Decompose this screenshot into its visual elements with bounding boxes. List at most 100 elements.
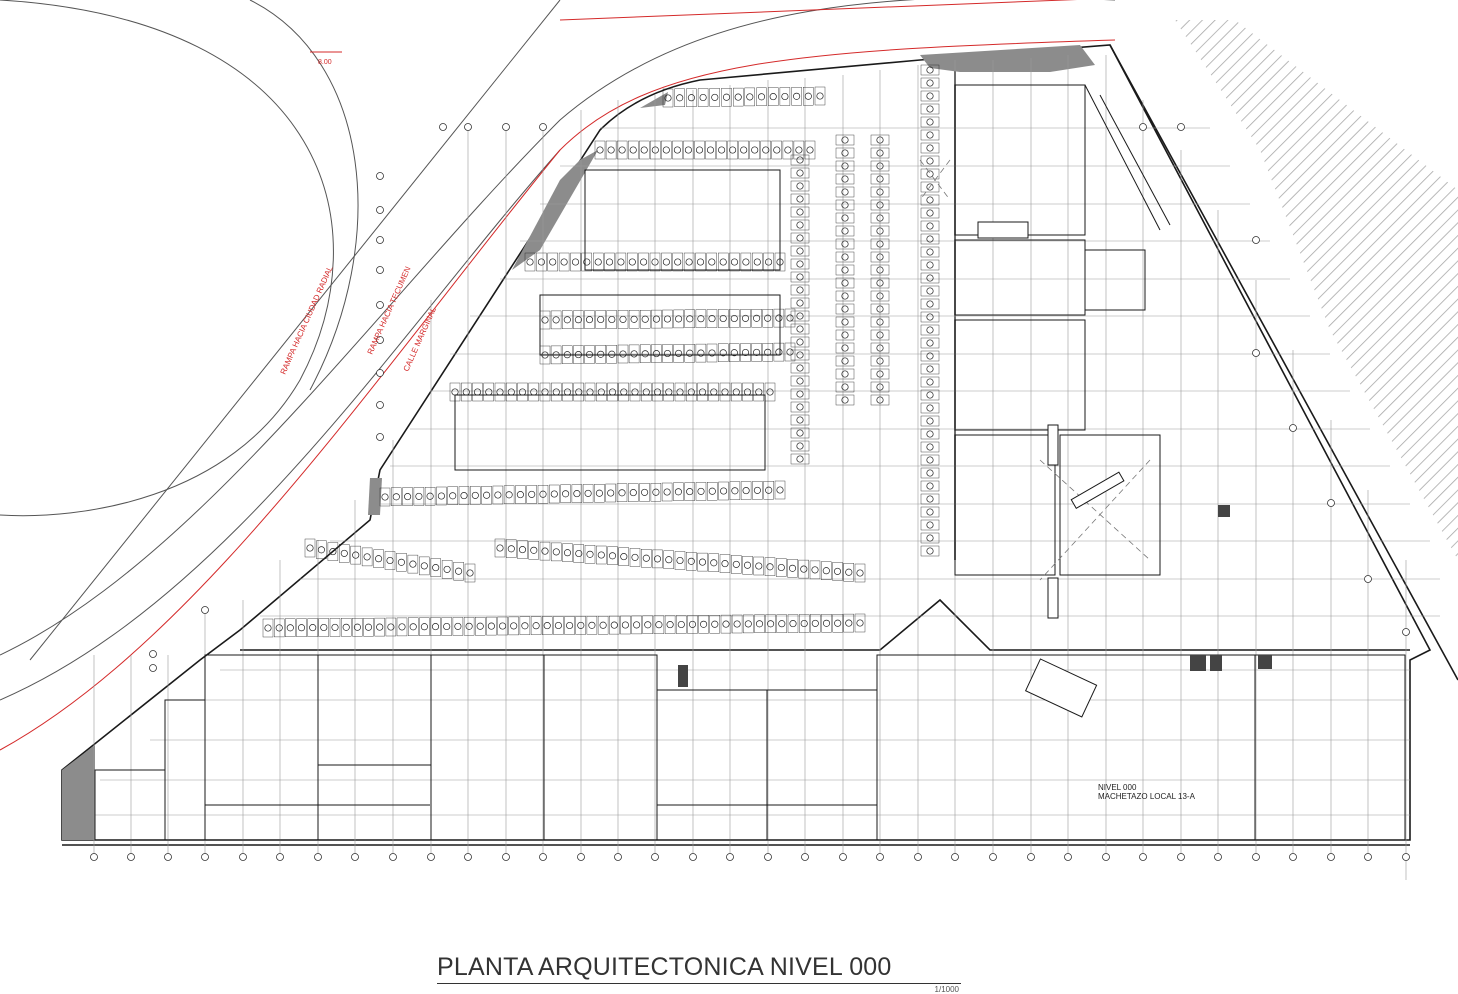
parking-stall-outline xyxy=(296,618,307,637)
parking-stall-outline xyxy=(753,382,764,402)
parking-stall xyxy=(653,555,662,563)
parking-stall-outline xyxy=(784,308,796,328)
parking-stall-outline xyxy=(686,552,697,571)
parking-stall xyxy=(675,315,683,323)
parking-stall xyxy=(585,316,594,324)
parking-stall xyxy=(753,258,761,266)
parking-stall xyxy=(796,182,804,190)
parking-stall xyxy=(631,553,639,561)
parking-stall-outline xyxy=(754,614,765,633)
parking-stall-outline xyxy=(870,134,890,146)
parking-stall-outline xyxy=(920,233,940,245)
parking-stall-outline xyxy=(790,297,810,309)
parking-stall-outline xyxy=(870,186,890,198)
parking-stall-outline xyxy=(262,618,274,638)
parking-stall xyxy=(719,314,727,323)
parking-stall xyxy=(696,258,705,266)
parking-stall xyxy=(777,563,785,572)
scale-label: 1/1000 xyxy=(934,985,959,994)
parking-stall xyxy=(841,370,849,378)
parking-stall-outline xyxy=(707,482,718,501)
parking-stall xyxy=(926,209,934,217)
parking-stall xyxy=(629,146,637,154)
parking-stall xyxy=(494,491,502,499)
parking-stall-outline xyxy=(740,309,751,328)
parking-stall-outline xyxy=(835,186,855,198)
parking-stall-outline xyxy=(751,309,762,328)
parking-stall-outline xyxy=(870,212,890,224)
parking-stall xyxy=(926,443,934,451)
parking-stall xyxy=(460,492,468,500)
parking-stall xyxy=(596,146,604,154)
parking-stall-outline xyxy=(539,541,551,561)
parking-stall-outline xyxy=(803,86,814,106)
parking-stall-outline xyxy=(870,342,890,354)
parking-stall-outline xyxy=(835,303,855,315)
parking-stall-outline xyxy=(729,309,740,328)
parking-stall-outline xyxy=(920,324,940,336)
parking-stall-outline xyxy=(605,483,616,503)
escalators xyxy=(977,221,1125,718)
parking-stall-outline xyxy=(787,559,798,578)
parking-stall-outline xyxy=(642,615,653,634)
parking-stall xyxy=(353,623,361,631)
parking-stall xyxy=(588,621,596,629)
parking-stall-outline xyxy=(584,310,595,329)
parking-stall xyxy=(431,623,440,631)
parking-stall-outline xyxy=(835,199,855,211)
parking-stall-outline xyxy=(494,382,506,402)
parking-stall xyxy=(789,620,797,628)
parking-stall xyxy=(796,455,804,463)
parking-stall-outline xyxy=(768,87,779,106)
parking-stall xyxy=(757,93,766,101)
parking-stall xyxy=(926,144,934,152)
parking-stall xyxy=(619,315,627,323)
parking-stall xyxy=(677,620,685,629)
parking-stall-outline xyxy=(596,382,607,402)
parking-stall-outline xyxy=(606,310,617,329)
parking-stall-outline xyxy=(835,316,855,328)
parking-stall xyxy=(630,350,638,358)
parking-stall-outline xyxy=(742,556,753,575)
parking-stall xyxy=(465,622,473,630)
parking-stall-outline xyxy=(517,382,528,402)
parking-stall-outline xyxy=(652,549,663,569)
parking-stall xyxy=(841,318,849,326)
parking-stall-outline xyxy=(304,538,316,558)
parking-stall xyxy=(697,349,705,357)
parking-stall xyxy=(662,258,670,266)
parking-stall-outline xyxy=(550,310,562,330)
parking-stall-outline xyxy=(779,87,791,106)
parking-stall xyxy=(652,350,660,358)
parking-stall xyxy=(688,620,697,628)
parking-stall xyxy=(926,508,934,516)
parking-stall-outline xyxy=(920,480,940,492)
parking-stall xyxy=(631,388,639,396)
parking-stall xyxy=(695,146,704,154)
parking-stall xyxy=(731,487,739,495)
parking-stall xyxy=(822,567,830,575)
parking-stall-outline xyxy=(920,415,940,427)
parking-stall-outline xyxy=(764,382,776,402)
parking-stall xyxy=(856,619,864,627)
parking-stall xyxy=(665,556,673,564)
property-line xyxy=(0,0,1116,751)
parking-stall-outline xyxy=(396,553,407,572)
parking-stall xyxy=(796,260,804,268)
parking-stall xyxy=(841,279,849,287)
parking-stall xyxy=(487,622,495,630)
parking-stall-outline xyxy=(604,252,615,272)
parking-stall-outline xyxy=(536,252,547,272)
parking-stall xyxy=(676,556,684,565)
parking-stall-outline xyxy=(793,140,805,160)
parking-stall xyxy=(743,388,752,396)
parking-stall xyxy=(586,550,594,558)
parking-stall xyxy=(420,562,428,570)
parking-stall xyxy=(841,396,849,404)
grid-bubbles-top xyxy=(149,123,1410,672)
parking-stall-outline xyxy=(683,140,694,160)
parking-stall-outline xyxy=(503,485,515,504)
parking-stall-outline xyxy=(835,225,855,237)
parking-stall-outline xyxy=(506,382,517,402)
parking-stall-outline xyxy=(697,88,709,107)
